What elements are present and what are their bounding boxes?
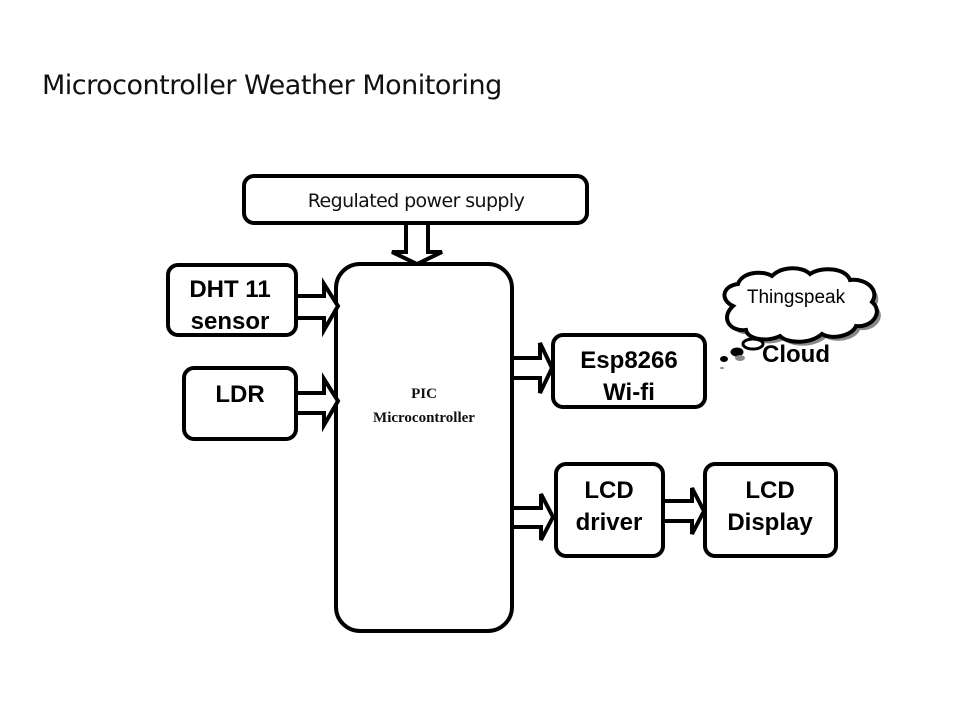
ldr-block: LDR <box>182 366 298 441</box>
cloud-icon <box>722 266 879 344</box>
dht11-sensor-block: DHT 11 sensor <box>166 263 298 337</box>
thought-bubble-tiny <box>720 367 724 369</box>
thought-bubble-medium-shadow <box>735 355 745 361</box>
thought-bubble-large <box>741 337 765 351</box>
cloud-label-line2: Cloud <box>762 341 830 368</box>
arrow-psu-to-pic <box>391 221 443 267</box>
diagram-title: Microcontroller Weather Monitoring <box>42 70 502 101</box>
lcd-driver-label-line1: LCD <box>584 477 633 504</box>
pic-label-line2: Microcontroller <box>373 410 475 426</box>
lcd-driver-label-line2: driver <box>576 509 643 536</box>
esp8266-label-line2: Wi-fi <box>603 379 655 406</box>
esp8266-label-line1: Esp8266 <box>580 347 677 374</box>
lcd-display-label-line1: LCD <box>745 477 794 504</box>
power-supply-block: Regulated power supply <box>242 174 589 225</box>
lcd-display-label-line2: Display <box>727 509 813 536</box>
ldr-label: LDR <box>215 381 264 408</box>
pic-label-line1: PIC <box>411 386 437 402</box>
lcd-display-block: LCD Display <box>703 462 838 558</box>
dht11-label-line1: DHT 11 <box>189 276 270 303</box>
arrow-pic-to-esp8266 <box>510 342 555 394</box>
thought-bubble-small <box>720 356 728 362</box>
thought-bubble-medium <box>730 347 744 357</box>
thingspeak-cloud: Thingspeak Cloud <box>720 266 881 369</box>
lcd-driver-block: LCD driver <box>554 462 665 558</box>
arrow-ldr-to-pic <box>294 372 341 433</box>
dht11-label-line2: sensor <box>191 308 270 335</box>
arrow-lcd-driver-to-display <box>661 487 707 535</box>
cloud-label-line1: Thingspeak <box>747 287 846 308</box>
power-supply-label: Regulated power supply <box>308 190 525 212</box>
pic-microcontroller-block: PIC Microcontroller <box>334 262 514 633</box>
arrow-pic-to-lcd-driver <box>510 493 556 541</box>
arrow-dht11-to-pic <box>294 277 341 338</box>
esp8266-wifi-block: Esp8266 Wi-fi <box>551 333 707 409</box>
